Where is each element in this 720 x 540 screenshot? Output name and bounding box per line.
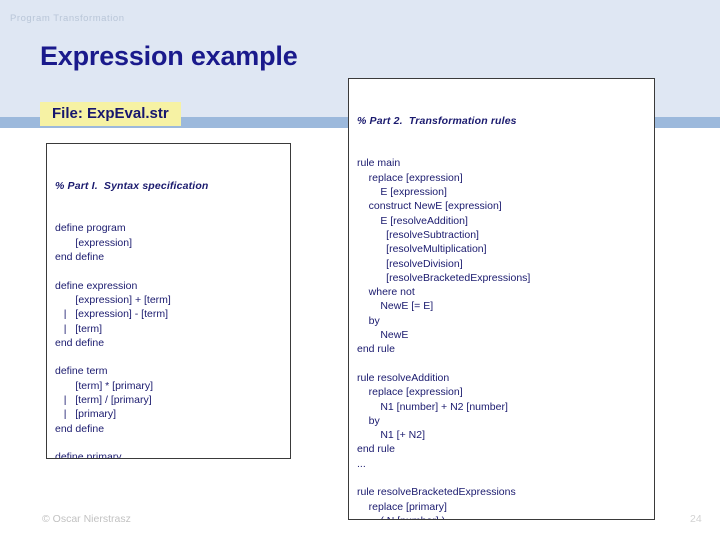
file-name-badge: File: ExpEval.str (40, 102, 181, 126)
rules-code-line (357, 471, 654, 485)
deck-kicker-label: Program Transformation (10, 13, 125, 24)
syntax-code-line: | [term] / [primary] (55, 394, 152, 407)
right-box-code-lines: rule main replace [expression] E [expres… (357, 156, 654, 519)
rules-code-line: [resolveSubtraction] (357, 228, 479, 241)
rules-code-line: NewE [= E] (357, 300, 434, 313)
left-box-code-lines: define program [expression] end define def… (55, 221, 290, 459)
syntax-code-line: | [term] (55, 322, 103, 335)
rules-code-line: by (357, 314, 380, 327)
rules-code-line: [resolveMultiplication] (357, 243, 487, 256)
rules-code-line: rule main (357, 157, 401, 170)
rules-code-line: ... (357, 457, 366, 470)
rules-code-line: N1 [number] + N2 [number] (357, 400, 508, 413)
syntax-code-line (55, 264, 290, 278)
syntax-code-line: define expression (55, 279, 138, 292)
syntax-code-line (55, 350, 290, 364)
syntax-code-line: end define (55, 336, 105, 349)
rules-code-line: replace [primary] (357, 500, 447, 513)
rules-code-line (357, 357, 654, 371)
rules-code-line: [resolveDivision] (357, 257, 463, 270)
page-number-label: 24 (690, 513, 702, 525)
syntax-code-line: define term (55, 365, 108, 378)
rules-code-line: N1 [+ N2] (357, 429, 425, 442)
rules-code-line: by (357, 414, 380, 427)
rules-code-line: E [expression] (357, 186, 447, 199)
rules-code-line: construct NewE [expression] (357, 200, 502, 213)
copyright-label: © Oscar Nierstrasz (42, 513, 131, 525)
rules-code-line: end rule (357, 443, 395, 456)
syntax-code-line: end define (55, 251, 105, 264)
rules-code-line: where not (357, 286, 415, 299)
rules-code-line: NewE (357, 329, 409, 342)
syntax-code-line: [expression] (55, 236, 133, 249)
rules-code-line: rule resolveAddition (357, 371, 450, 384)
rules-code-line: ( N [number] ) (357, 514, 654, 519)
syntax-specification-code-box: % Part I. Syntax specification define pr… (46, 143, 291, 459)
syntax-code-line: [expression] + [term] (55, 293, 171, 306)
syntax-code-line: define primary (55, 451, 122, 459)
syntax-code-line: define program (55, 222, 126, 235)
syntax-code-line: | [primary] (55, 408, 117, 421)
rules-code-line: replace [expression] (357, 171, 463, 184)
rules-code-line: [resolveBracketedExpressions] (357, 271, 531, 284)
transformation-rules-code-box: % Part 2. Transformation rules rule main… (348, 78, 655, 520)
rules-code-line: E [resolveAddition] (357, 214, 468, 227)
rules-code-line: rule resolveBracketedExpressions (357, 486, 516, 499)
syntax-code-line (55, 436, 290, 450)
syntax-code-line: | [expression] - [term] (55, 308, 169, 321)
rules-code-line: end rule (357, 343, 395, 356)
page-title: Expression example (40, 41, 298, 71)
syntax-code-line: end define (55, 422, 105, 435)
syntax-code-line: [term] * [primary] (55, 379, 154, 392)
right-box-heading: % Part 2. Transformation rules (357, 114, 517, 127)
rules-code-line: replace [expression] (357, 386, 463, 399)
left-box-heading: % Part I. Syntax specification (55, 179, 209, 192)
